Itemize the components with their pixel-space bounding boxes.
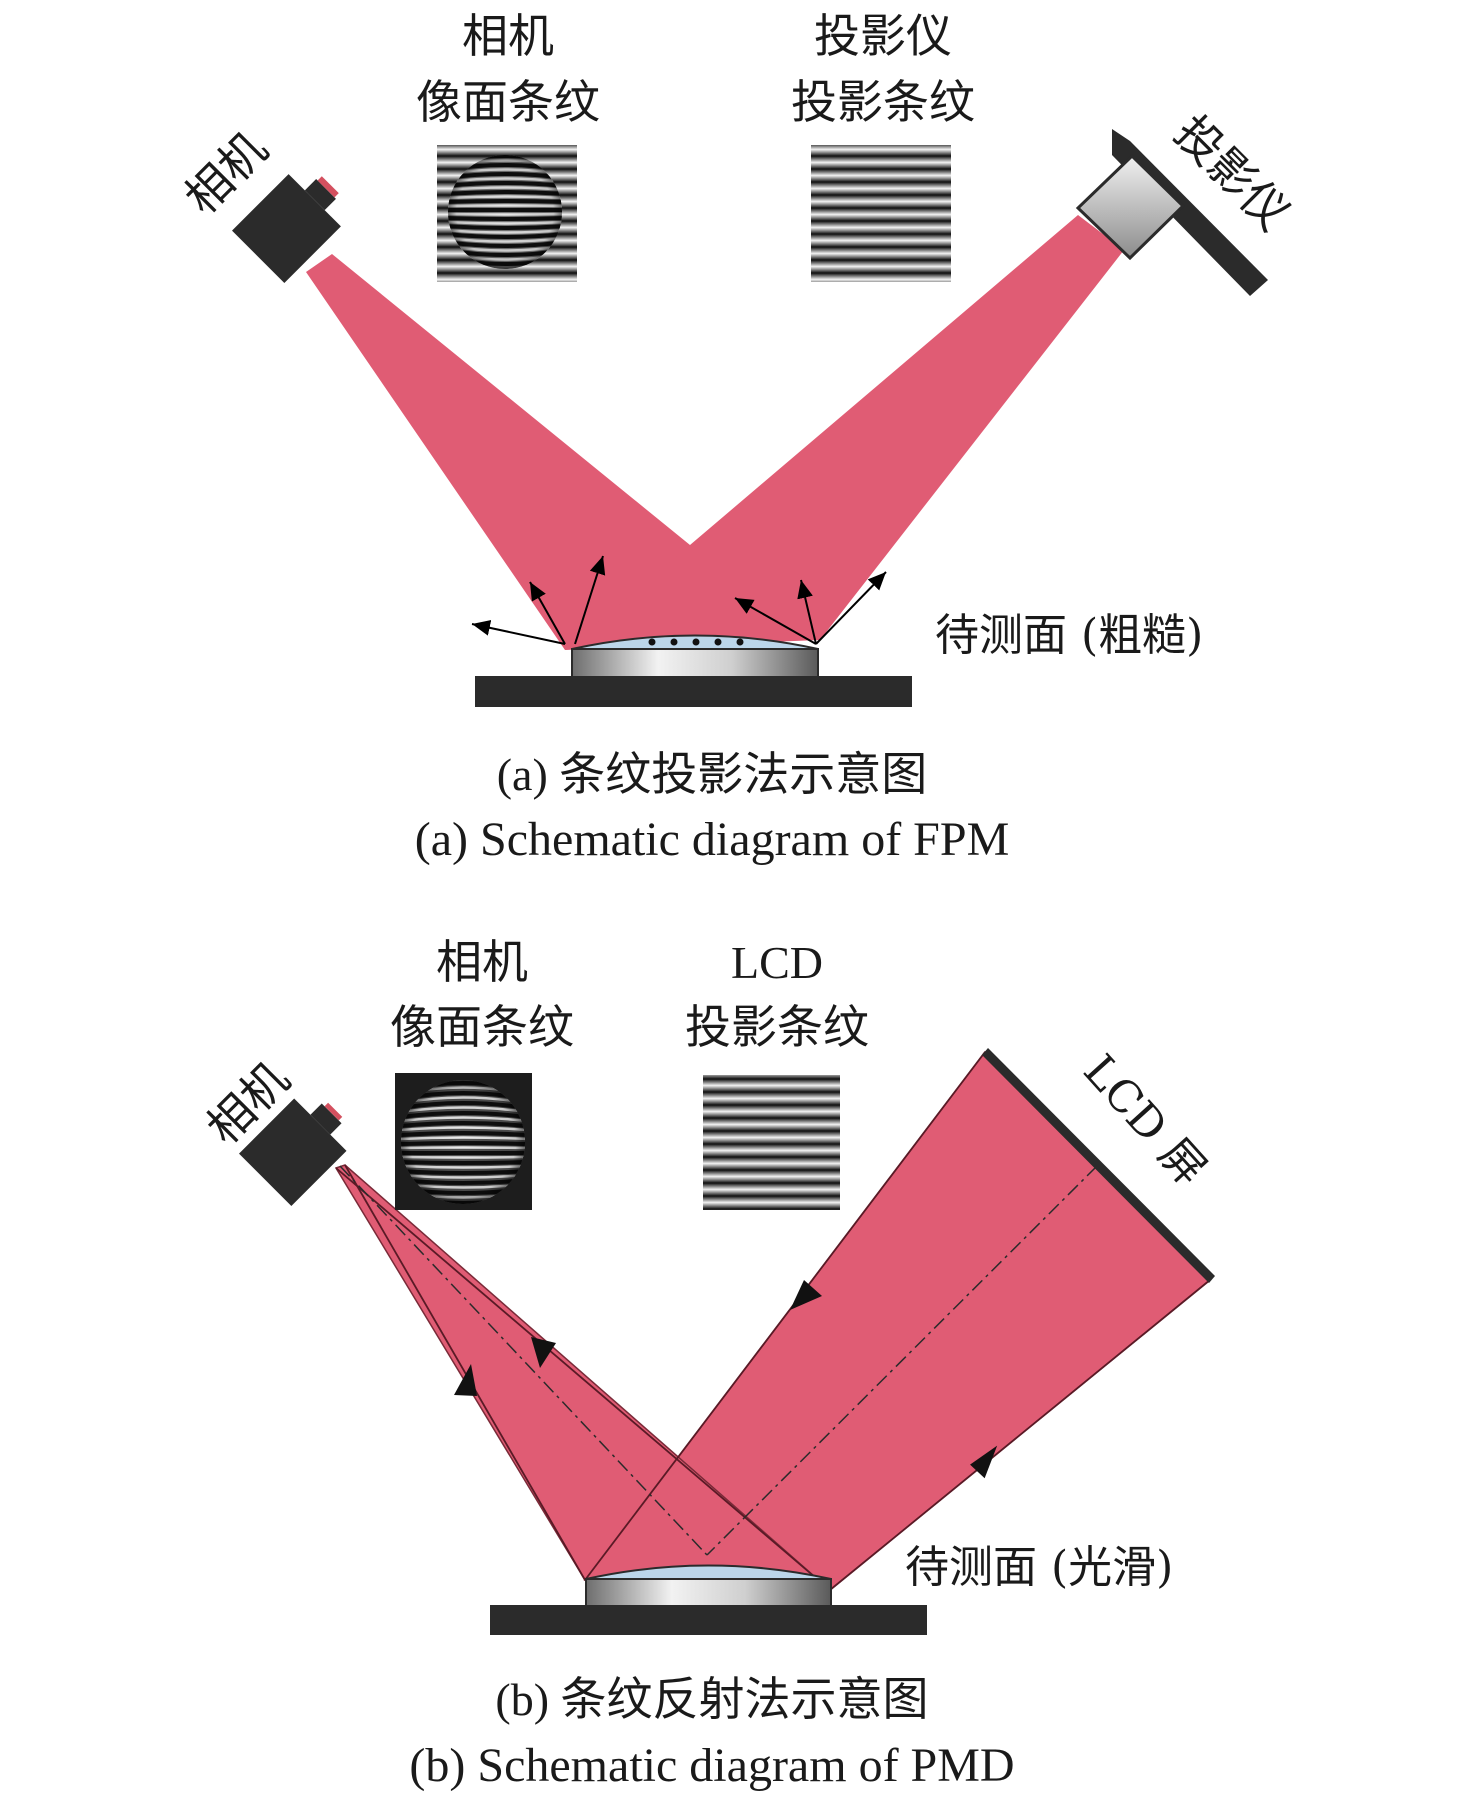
- projector-device-a: [1075, 129, 1268, 296]
- sample-body-a: [571, 648, 819, 678]
- scatter-arrows: [471, 555, 887, 645]
- base-plate-b: [490, 1605, 927, 1635]
- projector-beam-a: [565, 215, 1124, 650]
- caption-en-b: (b) Schematic diagram of PMD: [409, 1739, 1014, 1792]
- image-title-lcd-line1-b: LCD: [731, 937, 823, 988]
- camera-fringe-image-b: [395, 1073, 532, 1210]
- caption-cn-b: (b) 条纹反射法示意图: [495, 1674, 928, 1725]
- base-plate-a: [475, 676, 912, 707]
- image-title-lcd-line2-b: 投影条纹: [685, 1000, 869, 1054]
- sample-surface-b: [585, 1564, 832, 1580]
- caption-en-a: (a) Schematic diagram of FPM: [415, 813, 1010, 866]
- camera-fringe-image-a: [437, 145, 577, 282]
- surface-label-a: 待测面 (粗糙): [935, 610, 1203, 661]
- lcd-fringe-image-b: [703, 1075, 840, 1210]
- image-title-projector-line1-a: 投影仪: [814, 9, 952, 63]
- sample-body-b: [585, 1578, 832, 1607]
- surface-label-b: 待测面 (光滑): [905, 1542, 1173, 1593]
- surface-dots: [648, 638, 744, 646]
- image-title-projector-line2-a: 投影条纹: [791, 75, 975, 129]
- image-title-camera-line1-b: 相机: [436, 935, 528, 989]
- image-title-camera-line2-a: 像面条纹: [416, 75, 600, 129]
- optical-axes-b: [339, 1165, 1098, 1556]
- direction-arrows-b: [454, 1280, 998, 1479]
- image-title-camera-line1-a: 相机: [462, 9, 554, 63]
- lcd-screen-b: [982, 1048, 1215, 1283]
- beam-edges-b: [335, 1051, 1211, 1591]
- caption-cn-a: (a) 条纹投影法示意图: [497, 749, 928, 800]
- projector-fringe-image-a: [811, 145, 951, 282]
- panel-b: 相机 像面条纹 LCD 投影条纹 相机 LCD 屏 待测面 (光滑) (b) 条…: [196, 935, 1216, 1792]
- image-title-camera-line2-b: 像面条纹: [390, 1000, 574, 1054]
- panel-a: 相机 像面条纹 投影仪 投影条纹 相机 投影仪 待测面 (粗糙) (a) 条纹投…: [174, 9, 1300, 866]
- camera-device-b: [239, 1098, 347, 1206]
- camera-device-a: [232, 174, 341, 283]
